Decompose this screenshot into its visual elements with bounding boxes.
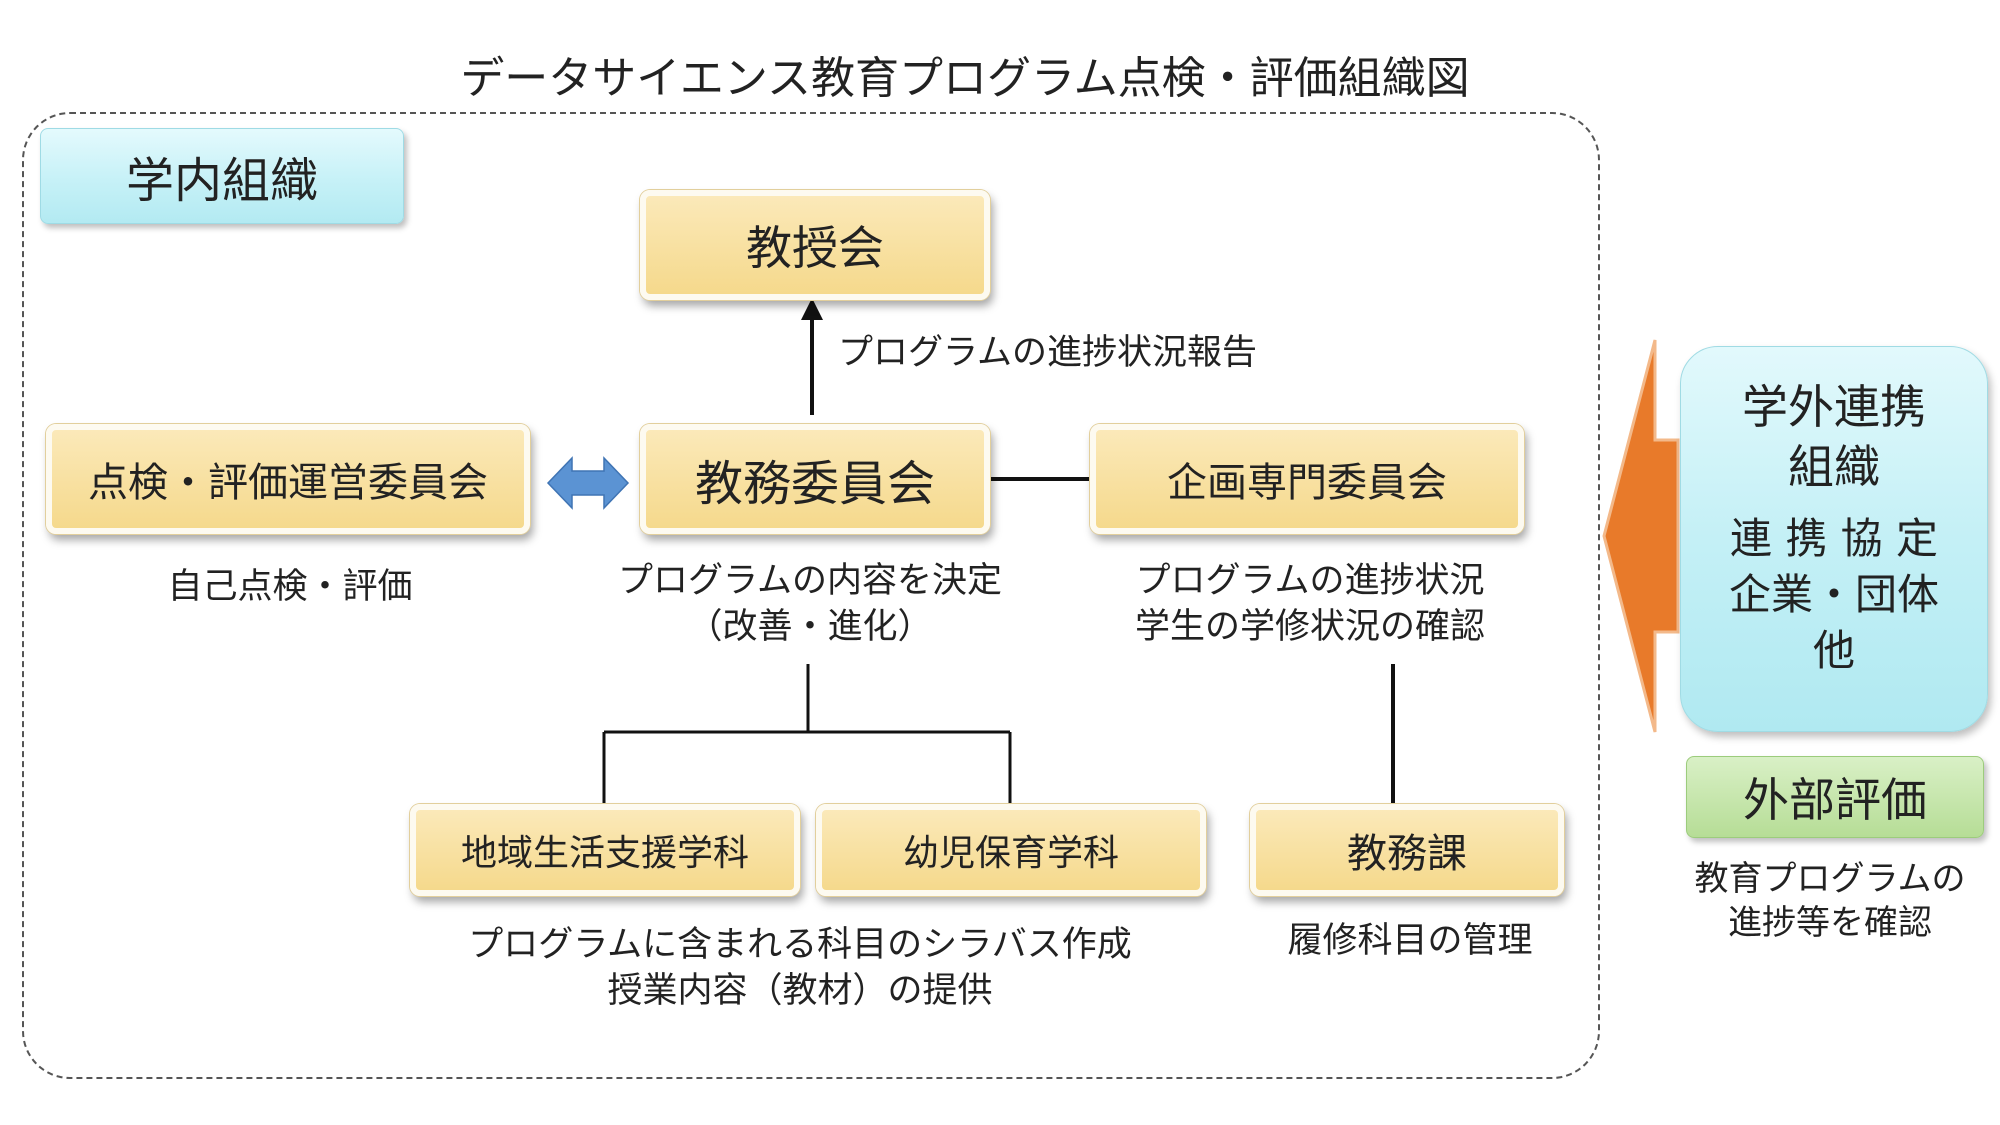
report-arrow-head — [801, 298, 823, 320]
external-organization: 学外連携 組織 連 携 協 定 企業・団体 他 — [1680, 346, 1988, 732]
external-note-line2: 進捗等を確認 — [1728, 903, 1932, 943]
node-planning-committee: 企画専門委員会 — [1090, 424, 1524, 534]
double-arrow-icon — [546, 456, 630, 510]
external-evaluation-label: 外部評価 — [1686, 756, 1984, 838]
label-decide-line2: （改善・進化） — [687, 607, 933, 647]
node-academic-committee: 教務委員会 — [640, 424, 990, 534]
external-body-line1: 連 携 協 定 — [1729, 514, 1939, 563]
external-note-line1: 教育プログラムの — [1694, 859, 1966, 899]
external-body-line2: 企業・団体 — [1728, 570, 1939, 619]
diagram-title: データサイエンス教育プログラム点検・評価組織図 — [460, 53, 1470, 104]
label-decide-line1: プログラムの内容を決定 — [618, 561, 1002, 601]
external-arrow-icon — [1602, 339, 1680, 733]
label-syllabus-line1: プログラムに含まれる科目のシラバス作成 — [468, 925, 1132, 965]
internal-organization-frame — [22, 112, 1600, 1079]
node-dept-community: 地域生活支援学科 — [410, 804, 800, 896]
node-evaluation-committee: 点検・評価運営委員会 — [46, 424, 530, 534]
external-body-line3: 他 — [1812, 626, 1855, 675]
label-planning-line1: プログラムの進捗状況 — [1135, 561, 1485, 601]
node-academic-affairs: 教務課 — [1250, 804, 1564, 896]
node-dept-childcare: 幼児保育学科 — [816, 804, 1206, 896]
label-course-management: 履修科目の管理 — [1287, 921, 1533, 961]
node-faculty-meeting: 教授会 — [640, 190, 990, 300]
external-title-line1: 学外連携 — [1742, 380, 1926, 434]
label-progress-report: プログラムの進捗状況報告 — [838, 333, 1257, 373]
label-self-evaluation: 自己点検・評価 — [167, 567, 413, 607]
external-title-line2: 組織 — [1788, 440, 1880, 494]
label-planning-line2: 学生の学修状況の確認 — [1134, 607, 1485, 647]
label-syllabus-line2: 授業内容（教材）の提供 — [607, 971, 993, 1011]
internal-organization-label: 学内組織 — [40, 128, 404, 224]
